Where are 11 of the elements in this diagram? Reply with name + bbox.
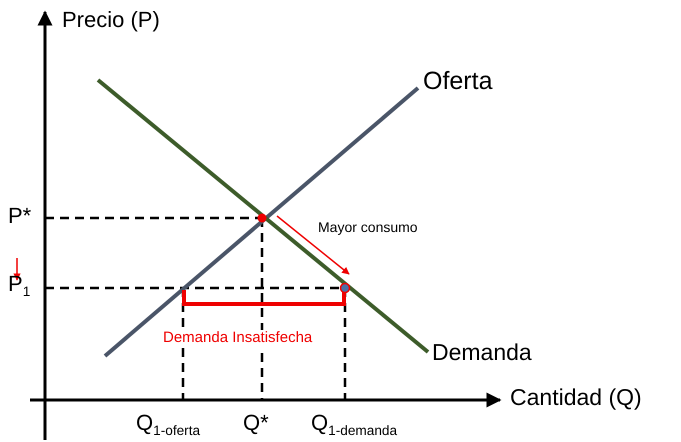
price-label: P* [8, 204, 32, 228]
annotation: Mayor consumo [318, 220, 418, 236]
annotation: Demanda Insatisfecha [163, 330, 312, 346]
quantity-label: Q* [243, 411, 269, 436]
axis-title: Cantidad (Q) [510, 385, 642, 410]
price-label: P$_{1}$ [8, 272, 30, 299]
axis-title: Precio (P) [62, 8, 160, 32]
quantity-label: Q$_{1-oferta}$ [136, 411, 200, 438]
curve-label: Oferta [423, 68, 492, 96]
curve-label: Demanda [432, 340, 532, 366]
quantity-label: Q$_{1-demanda}$ [311, 411, 398, 438]
